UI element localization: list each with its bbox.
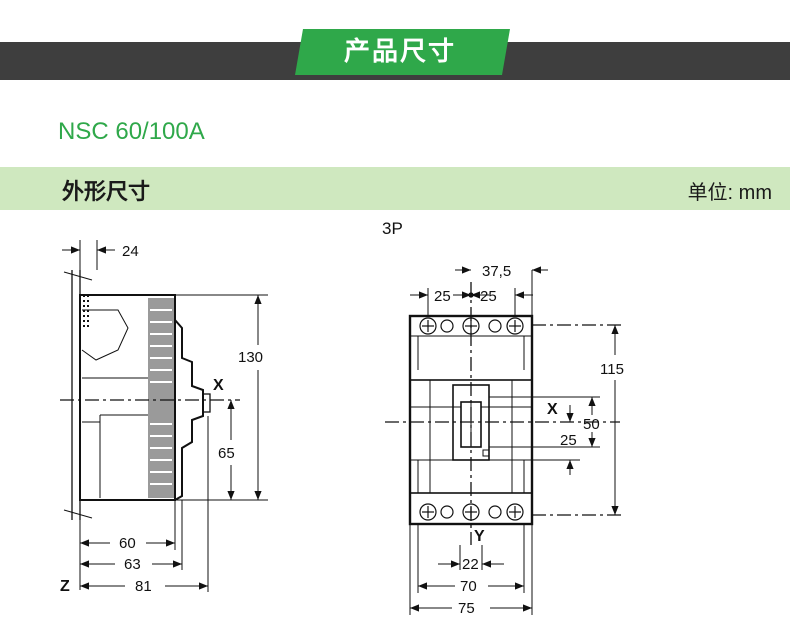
side-axis-z: Z (60, 578, 70, 595)
dim-37-5: 37,5 (482, 263, 511, 280)
internal-cover (81, 309, 129, 361)
breaker-body (79, 294, 176, 501)
unit-label: 单位: mm (687, 182, 772, 204)
dim-81: 81 (135, 578, 152, 595)
front-axis-x: X (547, 401, 558, 418)
section-title: 外形尺寸 (62, 180, 151, 205)
dim-25-left: 25 (434, 288, 451, 305)
header-badge-shape (295, 29, 510, 75)
side-view (60, 240, 268, 592)
dim-75: 75 (458, 600, 475, 617)
side-view-labels: 24 130 65 X 60 63 81 Z (60, 243, 263, 595)
header-badge: 产品尺寸 (295, 29, 515, 75)
terminal-ribs (148, 298, 174, 498)
dim-25-right: 25 (480, 288, 497, 305)
side-axis-x: X (213, 377, 224, 394)
dim-22: 22 (462, 556, 479, 573)
dim-115: 115 (600, 361, 624, 378)
header-title: 产品尺寸 (343, 37, 456, 67)
dimension-diagram: 3P (60, 219, 625, 617)
front-face (174, 319, 204, 501)
plate-break-top (63, 271, 93, 281)
front-view (385, 266, 625, 615)
dim-70: 70 (460, 578, 477, 595)
dim-50: 50 (583, 416, 600, 433)
front-axis-y: Y (474, 528, 485, 545)
dim-24: 24 (122, 243, 139, 260)
front-view-labels: 37,5 25 25 115 50 25 X Y 22 70 75 (434, 263, 624, 617)
dim-63: 63 (124, 556, 141, 573)
dim-65: 65 (218, 445, 235, 462)
plate-break-bottom (63, 509, 93, 519)
dim-60: 60 (119, 535, 136, 552)
model-title: NSC 60/100A (58, 118, 205, 145)
pole-label: 3P (382, 219, 403, 238)
rib-lines (150, 309, 172, 485)
dim-25-vertical: 25 (560, 432, 577, 449)
dim-130: 130 (238, 349, 263, 366)
handle (202, 393, 211, 413)
section-bar: 外形尺寸 单位: mm (0, 167, 790, 210)
